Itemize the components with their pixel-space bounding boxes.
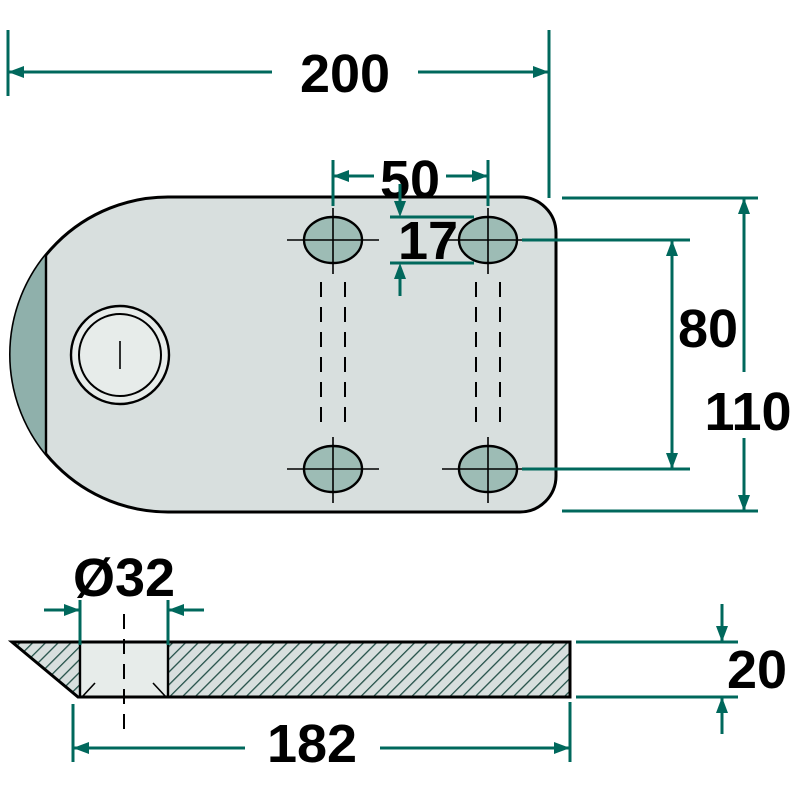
dim-label-20: 20 [727, 640, 787, 700]
dim-label-110: 110 [704, 382, 791, 442]
dim-label-80: 80 [678, 299, 738, 359]
dim-hole-pitch-x: 50 [331, 150, 490, 210]
dim-label-bore: Ø32 [73, 548, 175, 608]
countersink-left [81, 682, 96, 698]
dim-hole-pitch-y: 80 [522, 238, 738, 471]
section-outline [7, 640, 572, 699]
top-view [9, 195, 558, 514]
plate-outline [9, 195, 558, 514]
dim-label-17: 17 [398, 211, 458, 271]
dim-slot-width: 17 [390, 184, 474, 296]
dim-label-50: 50 [380, 150, 440, 210]
dim-overall-height: 110 [562, 196, 792, 513]
countersink-right [152, 682, 167, 698]
side-view [7, 614, 572, 732]
dim-label-182: 182 [267, 714, 357, 774]
dim-overall-width: 200 [6, 30, 551, 198]
dim-thickness: 20 [576, 604, 787, 734]
hole-center-lines [287, 208, 534, 503]
dim-label-200: 200 [300, 44, 390, 104]
section-right-hatch [168, 642, 570, 697]
left-bevel-face [10, 255, 47, 454]
dimensions: 200 50 17 80 [6, 30, 792, 774]
dim-flat-length: 182 [71, 702, 572, 774]
dim-bore: Ø32 [44, 548, 204, 645]
